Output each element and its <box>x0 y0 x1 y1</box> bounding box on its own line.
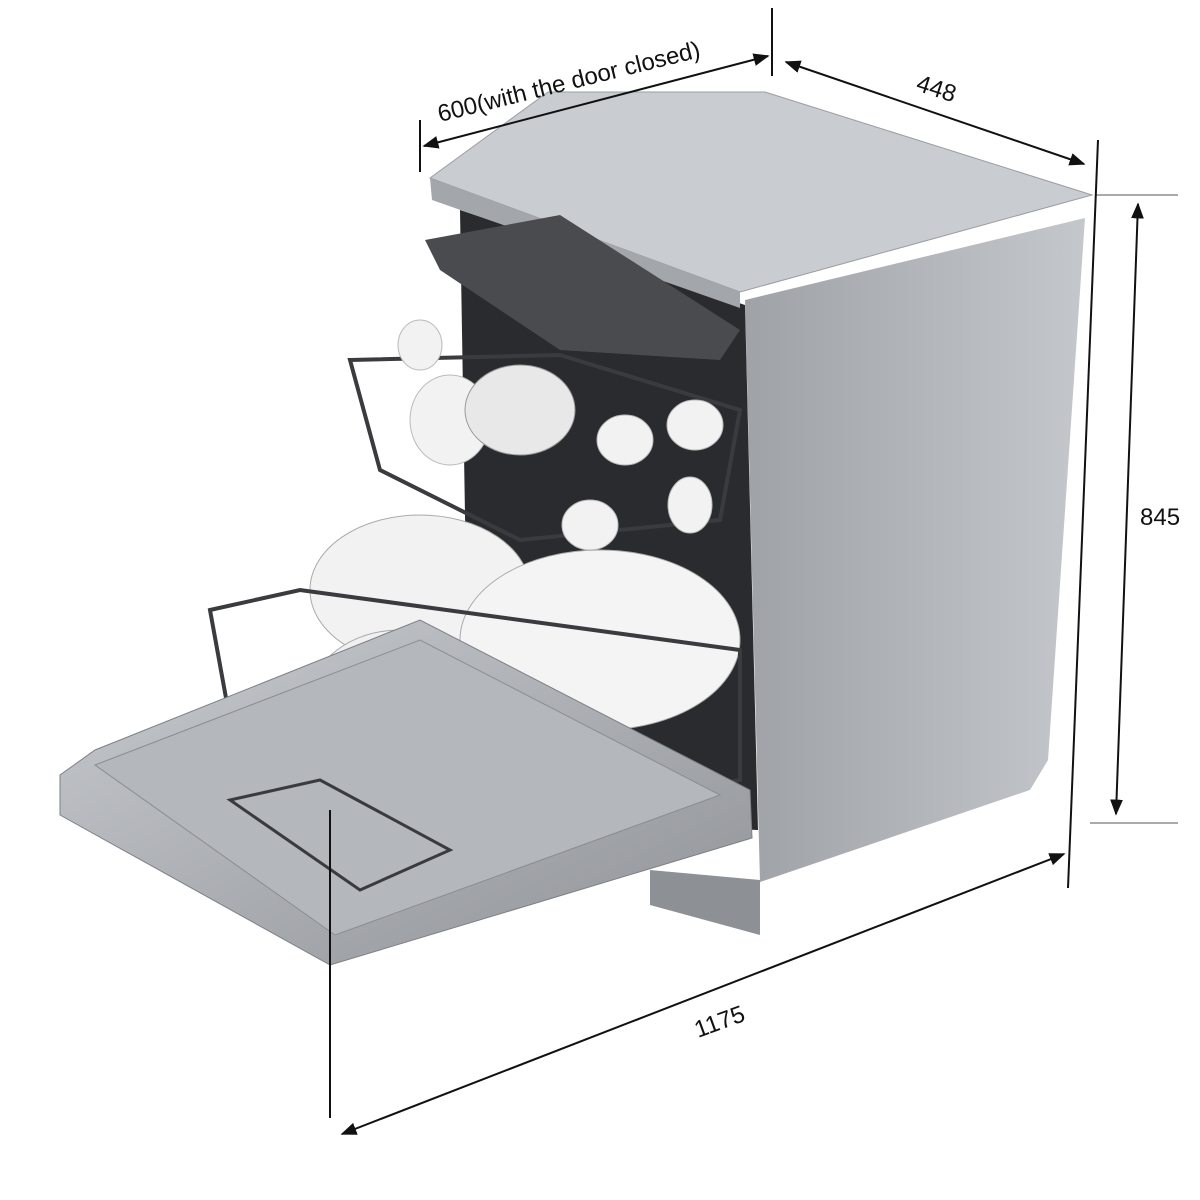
dimension-depth <box>784 60 1086 166</box>
height-label: 845 <box>1140 504 1180 531</box>
upper-rack <box>347 319 743 551</box>
plinth <box>650 870 760 935</box>
depth-label: 448 <box>913 70 959 108</box>
dimension-width <box>419 8 773 172</box>
side-panel <box>745 218 1085 882</box>
cutlery-tray <box>425 215 740 360</box>
open-depth-label: 1175 <box>691 1001 749 1044</box>
dimension-open-depth <box>329 139 1099 1135</box>
cutlery-basket <box>226 778 454 892</box>
dimension-height <box>1090 194 1178 824</box>
door-inner <box>93 639 722 936</box>
dishwasher <box>59 91 1094 966</box>
